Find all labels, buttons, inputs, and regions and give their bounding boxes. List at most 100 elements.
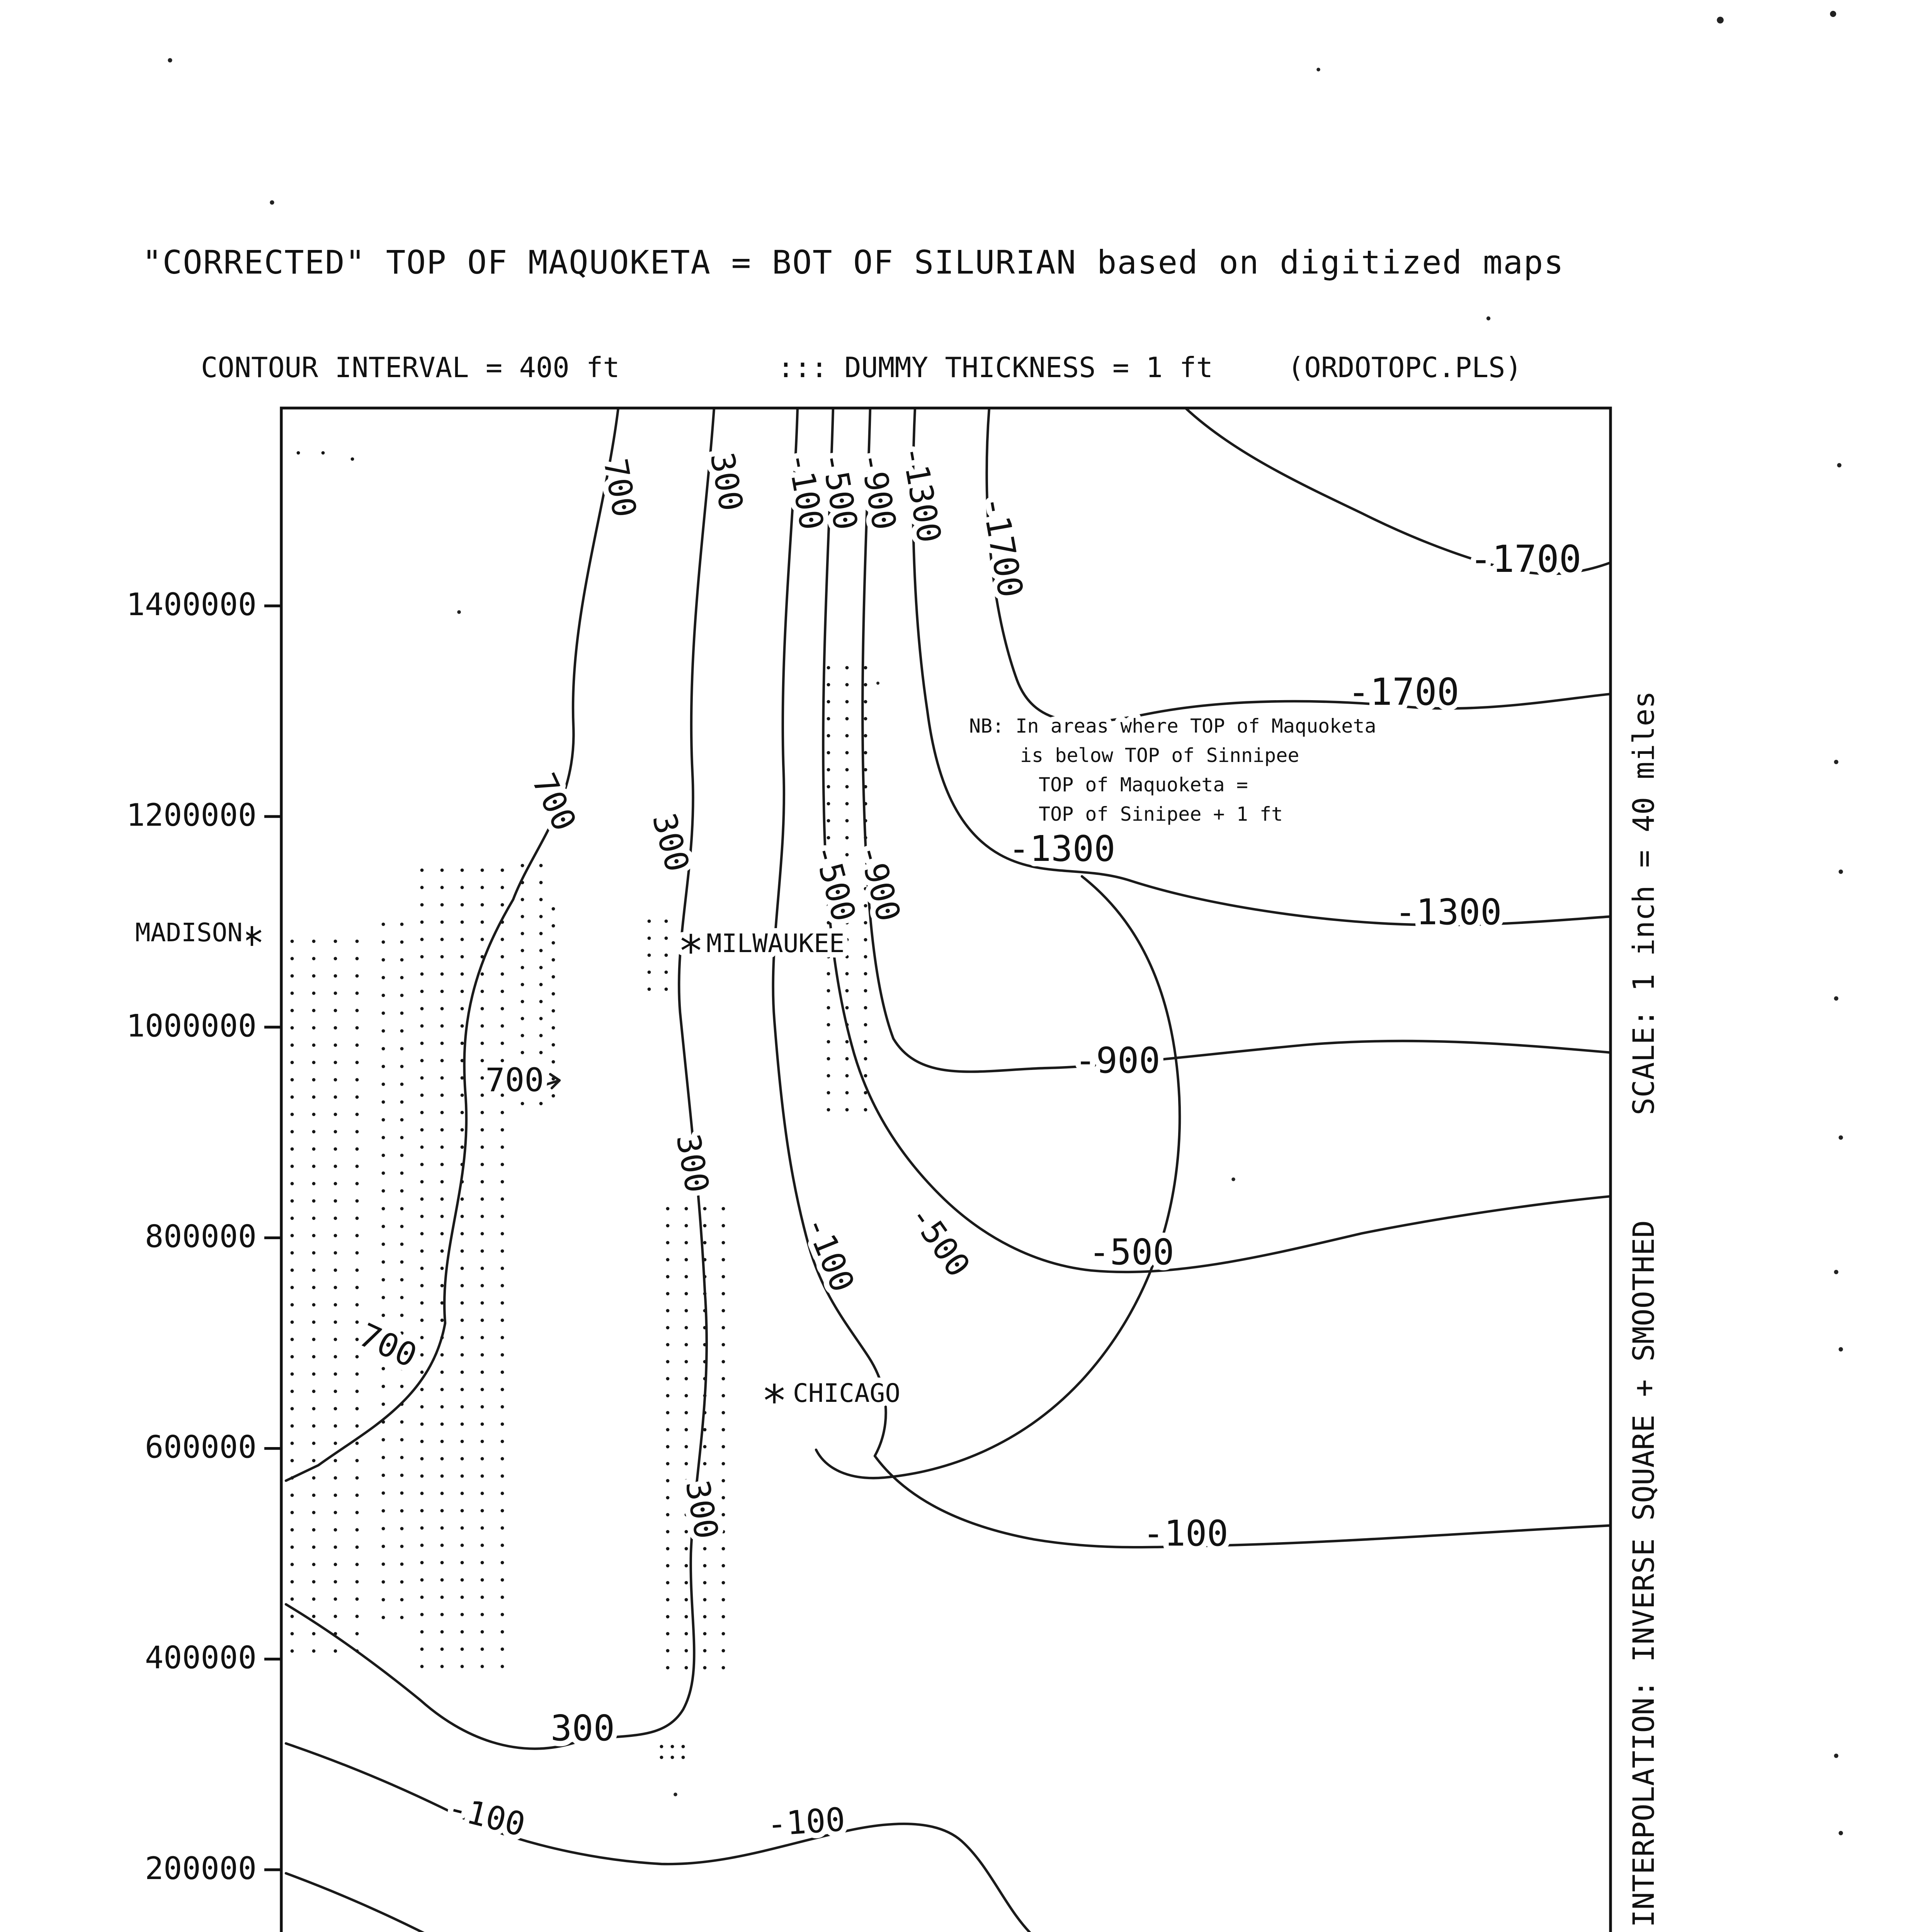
data-dot bbox=[460, 1041, 464, 1045]
data-dot bbox=[500, 1665, 504, 1668]
data-dot bbox=[480, 1128, 484, 1132]
data-dot bbox=[381, 1473, 385, 1477]
scan-speck bbox=[673, 1793, 677, 1796]
data-dot bbox=[381, 1527, 385, 1531]
data-dot bbox=[460, 1094, 464, 1097]
data-dot bbox=[864, 1006, 867, 1010]
data-dot bbox=[312, 1597, 316, 1601]
interpolation-note: INTERPOLATION: INVERSE SQUARE + SMOOTHED bbox=[1628, 1220, 1662, 1927]
data-dot bbox=[312, 1528, 316, 1532]
data-dot bbox=[500, 1578, 504, 1582]
data-dot bbox=[381, 1260, 385, 1264]
data-dot bbox=[500, 1613, 504, 1616]
data-dot bbox=[333, 1061, 337, 1065]
data-dot bbox=[480, 903, 484, 907]
data-dot bbox=[460, 1630, 464, 1634]
data-dot bbox=[703, 1445, 707, 1449]
data-dot bbox=[827, 836, 830, 840]
data-dot bbox=[312, 1424, 316, 1428]
data-dot bbox=[666, 1513, 670, 1517]
data-dot bbox=[864, 938, 867, 942]
data-dot bbox=[480, 1318, 484, 1322]
data-dot bbox=[420, 886, 424, 889]
data-dot bbox=[480, 1232, 484, 1236]
data-dot bbox=[827, 1074, 830, 1078]
data-dot bbox=[666, 1326, 670, 1330]
data-dot bbox=[290, 1338, 294, 1341]
data-dot bbox=[400, 1509, 404, 1513]
data-dot bbox=[312, 1268, 316, 1272]
data-dot bbox=[520, 966, 524, 969]
data-dot bbox=[333, 1372, 337, 1376]
data-dot bbox=[500, 1249, 504, 1253]
data-dot bbox=[864, 717, 867, 721]
data-dot bbox=[845, 683, 849, 687]
data-dot bbox=[440, 1613, 444, 1616]
data-dot bbox=[440, 1094, 444, 1097]
data-dot bbox=[400, 1029, 404, 1033]
data-dot bbox=[355, 1303, 359, 1307]
data-dot bbox=[460, 1128, 464, 1132]
data-dot bbox=[480, 1440, 484, 1443]
data-dot bbox=[460, 1024, 464, 1028]
data-dot bbox=[312, 1614, 316, 1618]
data-dot bbox=[400, 1473, 404, 1477]
data-dot bbox=[440, 1111, 444, 1114]
data-dot bbox=[684, 1632, 688, 1636]
data-dot bbox=[355, 1459, 359, 1463]
data-dot bbox=[500, 1630, 504, 1634]
data-dot bbox=[440, 1180, 444, 1184]
data-dot bbox=[666, 1649, 670, 1653]
data-dot bbox=[480, 1197, 484, 1201]
data-dot bbox=[381, 1384, 385, 1388]
scan-speck bbox=[1838, 1831, 1843, 1835]
data-dot bbox=[333, 1199, 337, 1203]
data-dot bbox=[381, 1598, 385, 1602]
data-dot bbox=[703, 1581, 707, 1585]
data-dot bbox=[684, 1513, 688, 1517]
data-dot bbox=[539, 1102, 543, 1105]
data-dot bbox=[440, 903, 444, 907]
plot-border bbox=[280, 406, 1612, 1932]
data-dot bbox=[420, 1197, 424, 1201]
data-dot bbox=[864, 768, 867, 772]
data-dot bbox=[440, 1647, 444, 1651]
data-dot bbox=[440, 1630, 444, 1634]
data-dot bbox=[355, 1355, 359, 1359]
data-dot bbox=[312, 1303, 316, 1307]
data-dot bbox=[480, 1543, 484, 1547]
data-dot bbox=[420, 868, 424, 872]
data-dot bbox=[400, 993, 404, 997]
data-dot bbox=[420, 1665, 424, 1668]
data-dot bbox=[460, 1214, 464, 1218]
data-dot bbox=[333, 1078, 337, 1082]
data-dot bbox=[290, 1199, 294, 1203]
data-dot bbox=[312, 1493, 316, 1497]
data-dot bbox=[400, 1616, 404, 1619]
contour--500 bbox=[284, 1872, 425, 1932]
data-dot bbox=[440, 1041, 444, 1045]
data-dot bbox=[333, 1545, 337, 1549]
data-dot bbox=[400, 1367, 404, 1371]
data-dot bbox=[440, 1578, 444, 1582]
data-dot bbox=[845, 904, 849, 908]
data-dot bbox=[460, 1249, 464, 1253]
data-dot bbox=[420, 1647, 424, 1651]
data-dot bbox=[312, 1286, 316, 1289]
city-marker-chicago: * bbox=[761, 1376, 787, 1426]
data-dot bbox=[355, 1389, 359, 1393]
data-dot bbox=[312, 1459, 316, 1463]
data-dot bbox=[420, 1024, 424, 1028]
data-dot bbox=[500, 1076, 504, 1080]
scan-speck bbox=[876, 682, 879, 685]
data-dot bbox=[827, 1091, 830, 1095]
data-dot bbox=[381, 1331, 385, 1335]
contour--100 bbox=[772, 406, 1612, 1549]
data-dot bbox=[500, 1041, 504, 1045]
data-dot bbox=[664, 919, 668, 923]
data-dot bbox=[864, 1091, 867, 1095]
data-dot bbox=[500, 1163, 504, 1167]
data-dot bbox=[721, 1598, 725, 1602]
data-dot bbox=[355, 1095, 359, 1099]
data-dot bbox=[333, 1009, 337, 1012]
